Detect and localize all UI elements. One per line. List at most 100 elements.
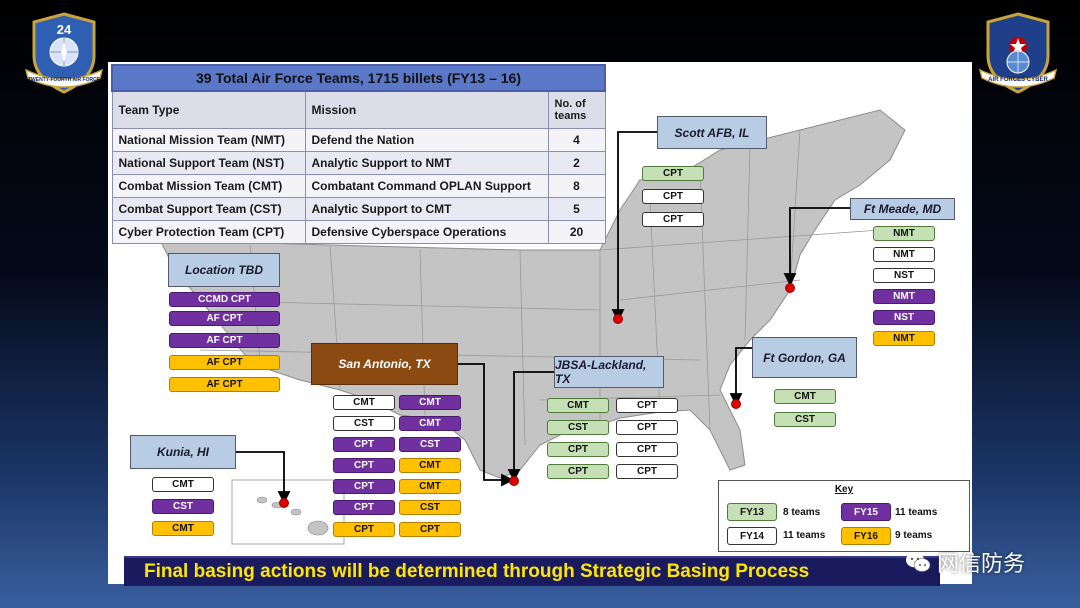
team-badge: NMT [873,331,935,346]
leader-lackland [513,371,554,478]
emblem-left-text: TWENTY-FOURTH AIR FORCE [28,77,101,83]
hawaii-inset [231,479,345,545]
team-badge: CPT [642,166,704,181]
team-badge: NMT [873,226,935,241]
leader-kunia [236,451,285,500]
mission-cell: Defend the Nation [304,128,549,152]
key-desc-fy14: 11 teams [783,530,826,541]
kunia-site-marker [279,498,289,508]
key-desc-fy16: 9 teams [895,530,933,541]
location-label-scott: Scott AFB, IL [657,116,767,149]
emblem-number: 24 [57,22,72,37]
mission-cell: Analytic Support to NMT [304,151,549,175]
table-row: Combat Support Team (CST) Analytic Suppo… [111,197,606,221]
count-cell: 2 [547,151,606,175]
team-badge: CPT [333,437,395,452]
team-badge: CMT [333,395,395,410]
team-badge: CST [152,499,214,514]
count-cell: 5 [547,197,606,221]
team-badge: NST [873,268,935,283]
team-badge: CPT [547,464,609,479]
wechat-icon [906,552,931,572]
count-cell: 4 [547,128,606,152]
column-header-team-type: Team Type [111,90,306,129]
mission-cell: Combatant Command OPLAN Support [304,174,549,198]
leader-scott [617,131,658,318]
team-badge: CPT [616,464,678,479]
table-row: Combat Mission Team (CMT) Combatant Comm… [111,174,606,198]
table-row: National Support Team (NST) Analytic Sup… [111,151,606,175]
gordon-site-marker [731,399,741,409]
team-type-cell: National Mission Team (NMT) [111,128,306,152]
team-badge: CMT [399,479,461,494]
leader-meade [789,207,850,282]
team-badge: CMT [152,521,214,536]
leader-gordon [735,347,752,402]
team-badge: AF CPT [169,333,280,348]
column-header-mission: Mission [304,90,549,129]
table-row: Cyber Protection Team (CPT) Defensive Cy… [111,220,606,244]
key-swatch-fy13: FY13 [727,503,777,521]
hawaii-islands [256,496,329,536]
team-badge: CPT [333,500,395,515]
team-badge: CPT [399,522,461,537]
leader-lines [236,131,850,500]
team-badge: AF CPT [169,355,280,370]
team-badge: CPT [333,458,395,473]
lackland-site-marker [509,476,519,486]
key-swatch-fy16: FY16 [841,527,891,545]
leader-san-antonio [458,363,510,481]
fiscal-year-key: Key FY13 8 teams FY15 11 teams FY14 11 t… [718,480,970,552]
emblem-right-text: AIR FORCES CYBER [988,77,1048,83]
location-label-tbd: Location TBD [168,253,280,287]
team-badge: CMT [399,395,461,410]
team-badge: AF CPT [169,377,280,392]
team-badge: CST [774,412,836,427]
team-badge: CPT [333,479,395,494]
scott-site-marker [613,314,623,324]
location-label-gordon: Ft Gordon, GA [752,337,857,378]
team-badge: CMT [152,477,214,492]
key-desc-fy15: 11 teams [895,507,938,518]
leader-arrowheads [277,273,797,505]
key-desc-fy13: 8 teams [783,507,821,518]
team-badge: CST [399,437,461,452]
team-badge: CST [333,416,395,431]
team-badge: CMT [399,458,461,473]
mission-cell: Defensive Cyberspace Operations [304,220,549,244]
team-badge: NMT [873,289,935,304]
column-header-count: No. of teams [547,90,606,129]
team-badge: CCMD CPT [169,292,280,307]
team-type-cell: Combat Mission Team (CMT) [111,174,306,198]
location-label-kunia: Kunia, HI [130,435,236,469]
table-row: National Mission Team (NMT) Defend the N… [111,128,606,152]
key-swatch-fy14: FY14 [727,527,777,545]
twenty-fourth-air-force-emblem: 24 TWENTY-FOURTH AIR FORCE [24,12,104,94]
table-title: 39 Total Air Force Teams, 1715 billets (… [111,64,606,92]
team-badge: CST [547,420,609,435]
team-badge: CPT [616,442,678,457]
location-label-san-antonio: San Antonio, TX [311,343,458,385]
team-summary-table: 39 Total Air Force Teams, 1715 billets (… [111,64,606,244]
team-badge: CPT [547,442,609,457]
count-cell: 20 [547,220,606,244]
location-label-lackland: JBSA-Lackland, TX [554,356,664,388]
team-badge: CPT [333,522,395,537]
team-type-cell: Combat Support Team (CST) [111,197,306,221]
wechat-watermark: 网信防务 [905,546,1025,578]
team-badge: CPT [616,420,678,435]
key-title: Key [834,484,854,495]
location-label-meade: Ft Meade, MD [850,198,955,220]
key-swatch-fy15: FY15 [841,503,891,521]
team-badge: CPT [642,212,704,227]
team-type-cell: National Support Team (NST) [111,151,306,175]
team-badge: CMT [399,416,461,431]
team-badge: NMT [873,247,935,262]
air-forces-cyber-emblem: AIR FORCES CYBER [978,12,1058,94]
team-type-cell: Cyber Protection Team (CPT) [111,220,306,244]
team-badge: NST [873,310,935,325]
team-badge: CMT [774,389,836,404]
meade-site-marker [785,283,795,293]
mission-cell: Analytic Support to CMT [304,197,549,221]
watermark-text: 网信防务 [937,551,1026,576]
